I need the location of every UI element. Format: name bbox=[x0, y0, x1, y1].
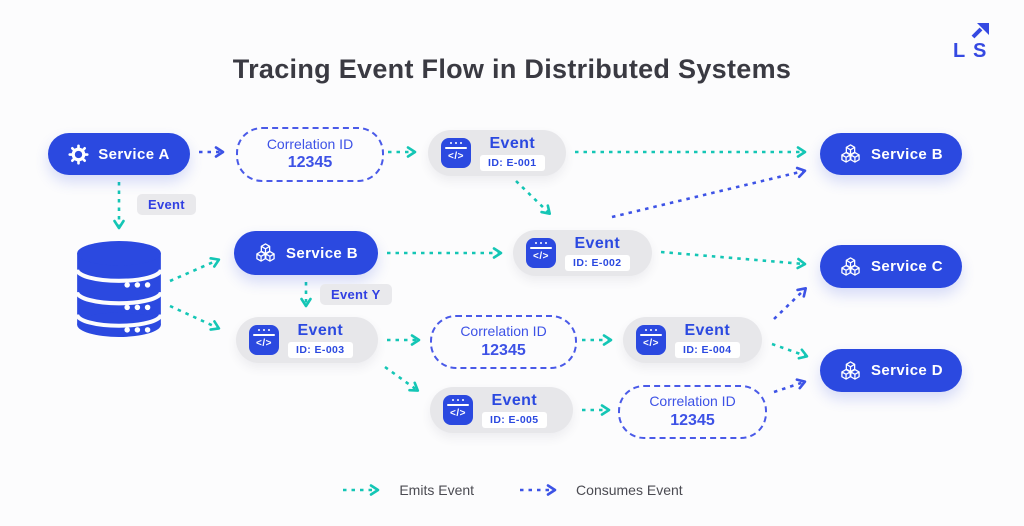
cubes-icon bbox=[839, 142, 862, 166]
ls-logo: L S bbox=[950, 18, 996, 65]
event-id-badge: ID: E-002 bbox=[565, 255, 630, 271]
event-id-badge: ID: E-003 bbox=[288, 342, 353, 358]
event-e003-node: </> Event ID: E-003 bbox=[236, 317, 378, 363]
event-e004-node: </> Event ID: E-004 bbox=[623, 317, 762, 363]
event-id-badge: ID: E-001 bbox=[480, 155, 545, 171]
service-c-label: Service C bbox=[871, 258, 943, 275]
event-label: Event bbox=[297, 322, 344, 339]
event-y-tag-label: Event Y bbox=[320, 284, 392, 305]
page-title: Tracing Event Flow in Distributed System… bbox=[232, 54, 792, 84]
cubes-icon bbox=[254, 241, 277, 265]
service-b-right-node: Service B bbox=[820, 133, 962, 175]
logo-letter-l: L bbox=[953, 40, 965, 60]
database-icon bbox=[75, 240, 163, 343]
service-b-right-label: Service B bbox=[871, 145, 943, 163]
cubes-icon bbox=[839, 255, 862, 279]
code-window-icon: </> bbox=[443, 395, 473, 425]
event-label: Event bbox=[489, 135, 536, 152]
legend-emits: Emits Event bbox=[341, 482, 474, 498]
correlation-id-node-3: Correlation ID 12345 bbox=[618, 385, 767, 439]
code-window-icon: </> bbox=[636, 325, 666, 355]
event-label: Event bbox=[684, 322, 731, 339]
service-b-mid-node: Service B bbox=[234, 231, 378, 275]
code-window-icon: </> bbox=[249, 325, 279, 355]
event-label: Event bbox=[491, 392, 538, 409]
legend-consumes-label: Consumes Event bbox=[576, 482, 683, 498]
logo-letter-s: S bbox=[973, 40, 986, 60]
service-d-node: Service D bbox=[820, 349, 962, 392]
service-a-label: Service A bbox=[98, 145, 170, 163]
code-glyph: </> bbox=[256, 337, 272, 349]
code-glyph: </> bbox=[643, 337, 659, 349]
service-a-node: Service A bbox=[48, 133, 190, 175]
service-b-mid-label: Service B bbox=[286, 244, 358, 262]
gear-icon bbox=[68, 143, 89, 165]
correlation-title: Correlation ID bbox=[460, 323, 547, 340]
code-window-icon: </> bbox=[526, 238, 556, 268]
event-label: Event bbox=[574, 235, 621, 252]
code-window-icon: </> bbox=[441, 138, 471, 168]
cubes-icon bbox=[839, 359, 862, 383]
correlation-title: Correlation ID bbox=[649, 393, 736, 410]
arrow-up-right-icon bbox=[971, 23, 989, 39]
correlation-value: 12345 bbox=[481, 341, 526, 359]
event-e005-node: </> Event ID: E-005 bbox=[430, 387, 573, 433]
correlation-title: Correlation ID bbox=[266, 135, 354, 152]
correlation-value: 12345 bbox=[670, 411, 715, 429]
service-d-label: Service D bbox=[871, 362, 943, 379]
event-e002-node: </> Event ID: E-002 bbox=[513, 230, 652, 276]
legend-emits-label: Emits Event bbox=[399, 482, 475, 498]
event-id-badge: ID: E-004 bbox=[675, 342, 740, 358]
code-glyph: </> bbox=[533, 250, 549, 262]
legend: Emits Event Consumes Event bbox=[0, 482, 1024, 498]
event-tag-label: Event bbox=[137, 194, 196, 215]
emits-arrow-icon bbox=[343, 484, 380, 496]
emits-edges bbox=[113, 146, 809, 416]
code-glyph: </> bbox=[450, 407, 466, 419]
event-id-badge: ID: E-005 bbox=[482, 412, 547, 428]
event-e001-node: </> Event ID: E-001 bbox=[428, 130, 566, 176]
correlation-id-node-2: Correlation ID 12345 bbox=[430, 315, 577, 369]
service-c-node: Service C bbox=[820, 245, 962, 288]
code-glyph: </> bbox=[448, 150, 464, 162]
consumes-arrow-icon bbox=[520, 484, 557, 496]
correlation-value: 12345 bbox=[287, 154, 333, 172]
legend-consumes: Consumes Event bbox=[518, 482, 683, 498]
correlation-id-node-1: Correlation ID 12345 bbox=[236, 127, 384, 182]
